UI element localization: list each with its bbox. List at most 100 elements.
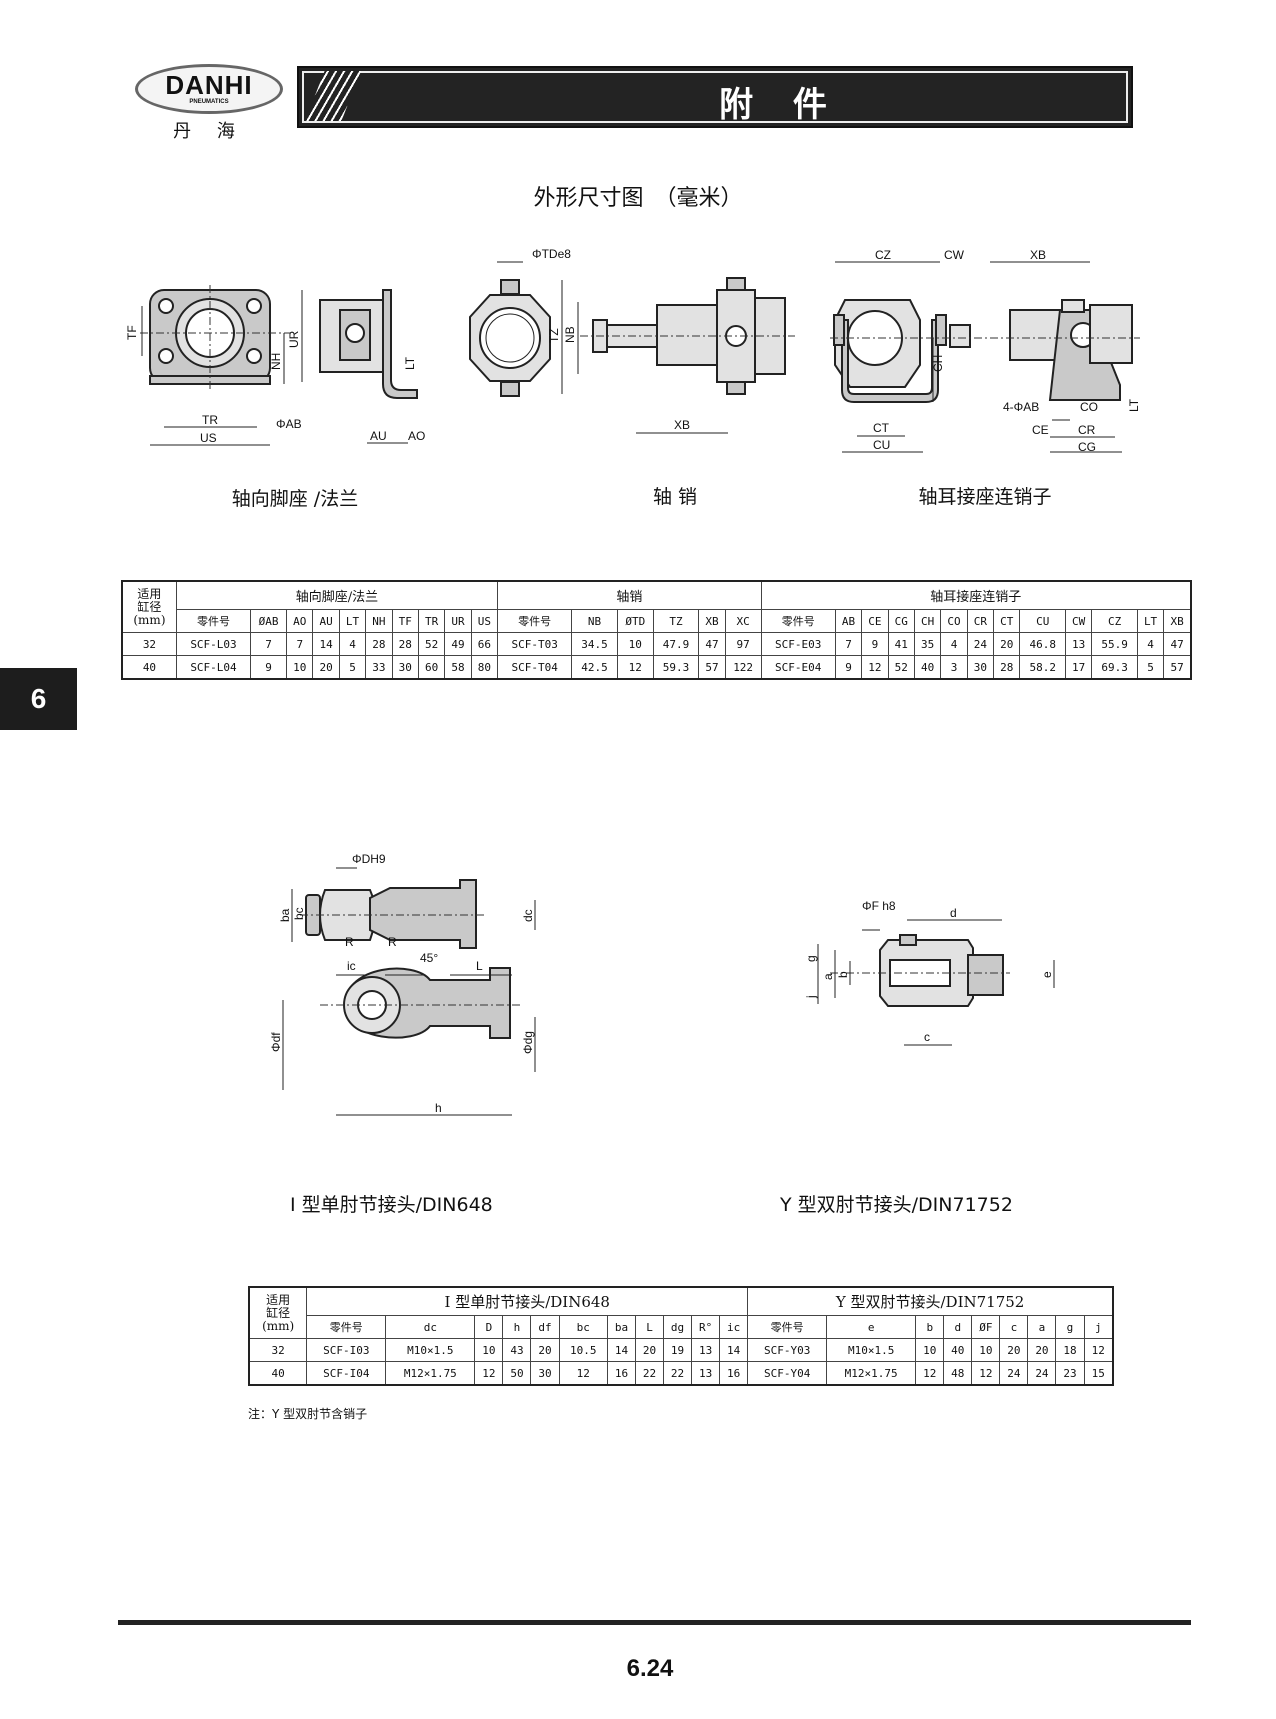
dim-label: a [821, 973, 835, 980]
table-cell: 20 [634, 1338, 665, 1362]
dim-label: AO [408, 429, 425, 443]
table-cell: 57 [698, 655, 726, 680]
column-header: c [999, 1315, 1029, 1339]
table-header-row: 适用缸径(mm)轴向脚座/法兰轴销轴耳接座连销子 [121, 580, 1192, 633]
dim-label: US [200, 431, 217, 445]
table-cell: 15 [1083, 1361, 1114, 1386]
dim-label: LT [1127, 398, 1141, 412]
dim-label: ΦTDe8 [532, 247, 571, 261]
dim-label: CG [1078, 440, 1096, 454]
table-cell: 47 [1163, 632, 1192, 656]
column-header: h [502, 1315, 532, 1339]
dim-label: CO [1080, 400, 1098, 414]
i-type-rod-end-drawing: ΦDH9 ba bc dc R R 45° ic L Φdf Φdg h [269, 852, 536, 1116]
table-cell: 10 [474, 1338, 504, 1362]
footer-rule [118, 1620, 1191, 1625]
bore-header-line: 适用 [137, 586, 162, 601]
dim-label: CR [1078, 423, 1096, 437]
table-cell: 43 [502, 1338, 532, 1362]
bore-header-line: (mm) [133, 612, 166, 627]
table-cell: SCF-I03 [306, 1338, 387, 1362]
table-cell: 30 [391, 655, 419, 680]
table-cell: 24 [966, 632, 995, 656]
dim-label: TR [202, 413, 218, 427]
table-cell: 12 [915, 1361, 945, 1386]
dim-label: Φdg [521, 1031, 535, 1054]
column-header: XB [1163, 609, 1192, 633]
column-header: 零件号 [306, 1315, 387, 1339]
table-cell: 10 [971, 1338, 1001, 1362]
dim-label: d [950, 906, 957, 920]
dim-label: Φdf [269, 1032, 283, 1052]
column-header: df [530, 1315, 560, 1339]
table-cell: SCF-T03 [497, 632, 573, 656]
table-cell: 7 [286, 632, 314, 656]
table-cell: 28 [391, 632, 419, 656]
table-cell: 10.5 [558, 1338, 608, 1362]
caption-trunnion-pin: 轴 销 [652, 486, 698, 508]
group-header: Y 型双肘节接头/DIN71752 [747, 1286, 1114, 1316]
table-cell: SCF-Y04 [747, 1361, 828, 1386]
table-cell: M12×1.75 [826, 1361, 917, 1386]
logo-subtext: PNEUMATICS [189, 99, 229, 105]
table-cell: 17 [1064, 655, 1093, 680]
table-cell: 24 [999, 1361, 1029, 1386]
table-cell: 32 [248, 1338, 308, 1362]
table-cell: 5 [1136, 655, 1165, 680]
column-header: NB [571, 609, 618, 633]
logo-oval [135, 64, 283, 114]
column-header: CW [1064, 609, 1093, 633]
column-header: AB [834, 609, 863, 633]
table-cell: 50 [502, 1361, 532, 1386]
column-header: UR [444, 609, 472, 633]
column-header: AU [312, 609, 340, 633]
table-cell: 42.5 [571, 655, 618, 680]
table-cell: 60 [417, 655, 446, 680]
trunnion-pin-drawing: ΦTDe8 TZ NB XB [469, 247, 795, 434]
column-header: R° [691, 1315, 721, 1339]
table-cell: 20 [530, 1338, 560, 1362]
table-cell: SCF-E03 [760, 632, 836, 656]
dim-label: R [388, 935, 397, 949]
bore-header-cell: 适用缸径(mm) [248, 1286, 308, 1339]
table-cell: 59.3 [652, 655, 700, 680]
column-header: 零件号 [747, 1315, 828, 1339]
table-cell: SCF-L03 [175, 632, 252, 656]
table-cell: 28 [365, 632, 393, 656]
flange-foot-drawing: TF UR NH TR US ΦAB LT AU AO [125, 285, 425, 446]
table-cell: 12 [474, 1361, 504, 1386]
logo-chinese-name: 丹 海 [173, 121, 245, 142]
caption-y-type-joint: Y 型双肘节接头/DIN71752 [780, 1194, 1013, 1216]
table-cell: 10 [286, 655, 314, 680]
table-cell: M12×1.75 [385, 1361, 476, 1386]
dim-label: CH [931, 355, 945, 372]
table-cell: 80 [470, 655, 499, 680]
column-header: CZ [1091, 609, 1138, 633]
caption-clevis-bracket: 轴耳接座连销子 [918, 486, 1052, 508]
group-header: 轴向脚座/法兰 [175, 580, 499, 610]
group-header: 轴销 [497, 580, 762, 610]
column-header: e [826, 1315, 917, 1339]
column-header: XB [698, 609, 726, 633]
table-cell: 32 [121, 632, 177, 656]
column-header: D [474, 1315, 504, 1339]
table-cell: 13 [1064, 632, 1093, 656]
table-cell: 12 [558, 1361, 608, 1386]
table-cell: 40 [913, 655, 942, 680]
table-cell: 46.8 [1019, 632, 1066, 656]
dim-label: XB [1030, 248, 1046, 262]
column-header: d [943, 1315, 973, 1339]
dim-label: ic [347, 959, 356, 973]
table-cell: M10×1.5 [385, 1338, 476, 1362]
column-header: 零件号 [760, 609, 836, 633]
column-header: TF [391, 609, 419, 633]
dim-label: ba [278, 908, 292, 922]
table-cell: 4 [940, 632, 968, 656]
dim-label: NH [269, 353, 283, 370]
dim-label: UR [287, 330, 301, 348]
